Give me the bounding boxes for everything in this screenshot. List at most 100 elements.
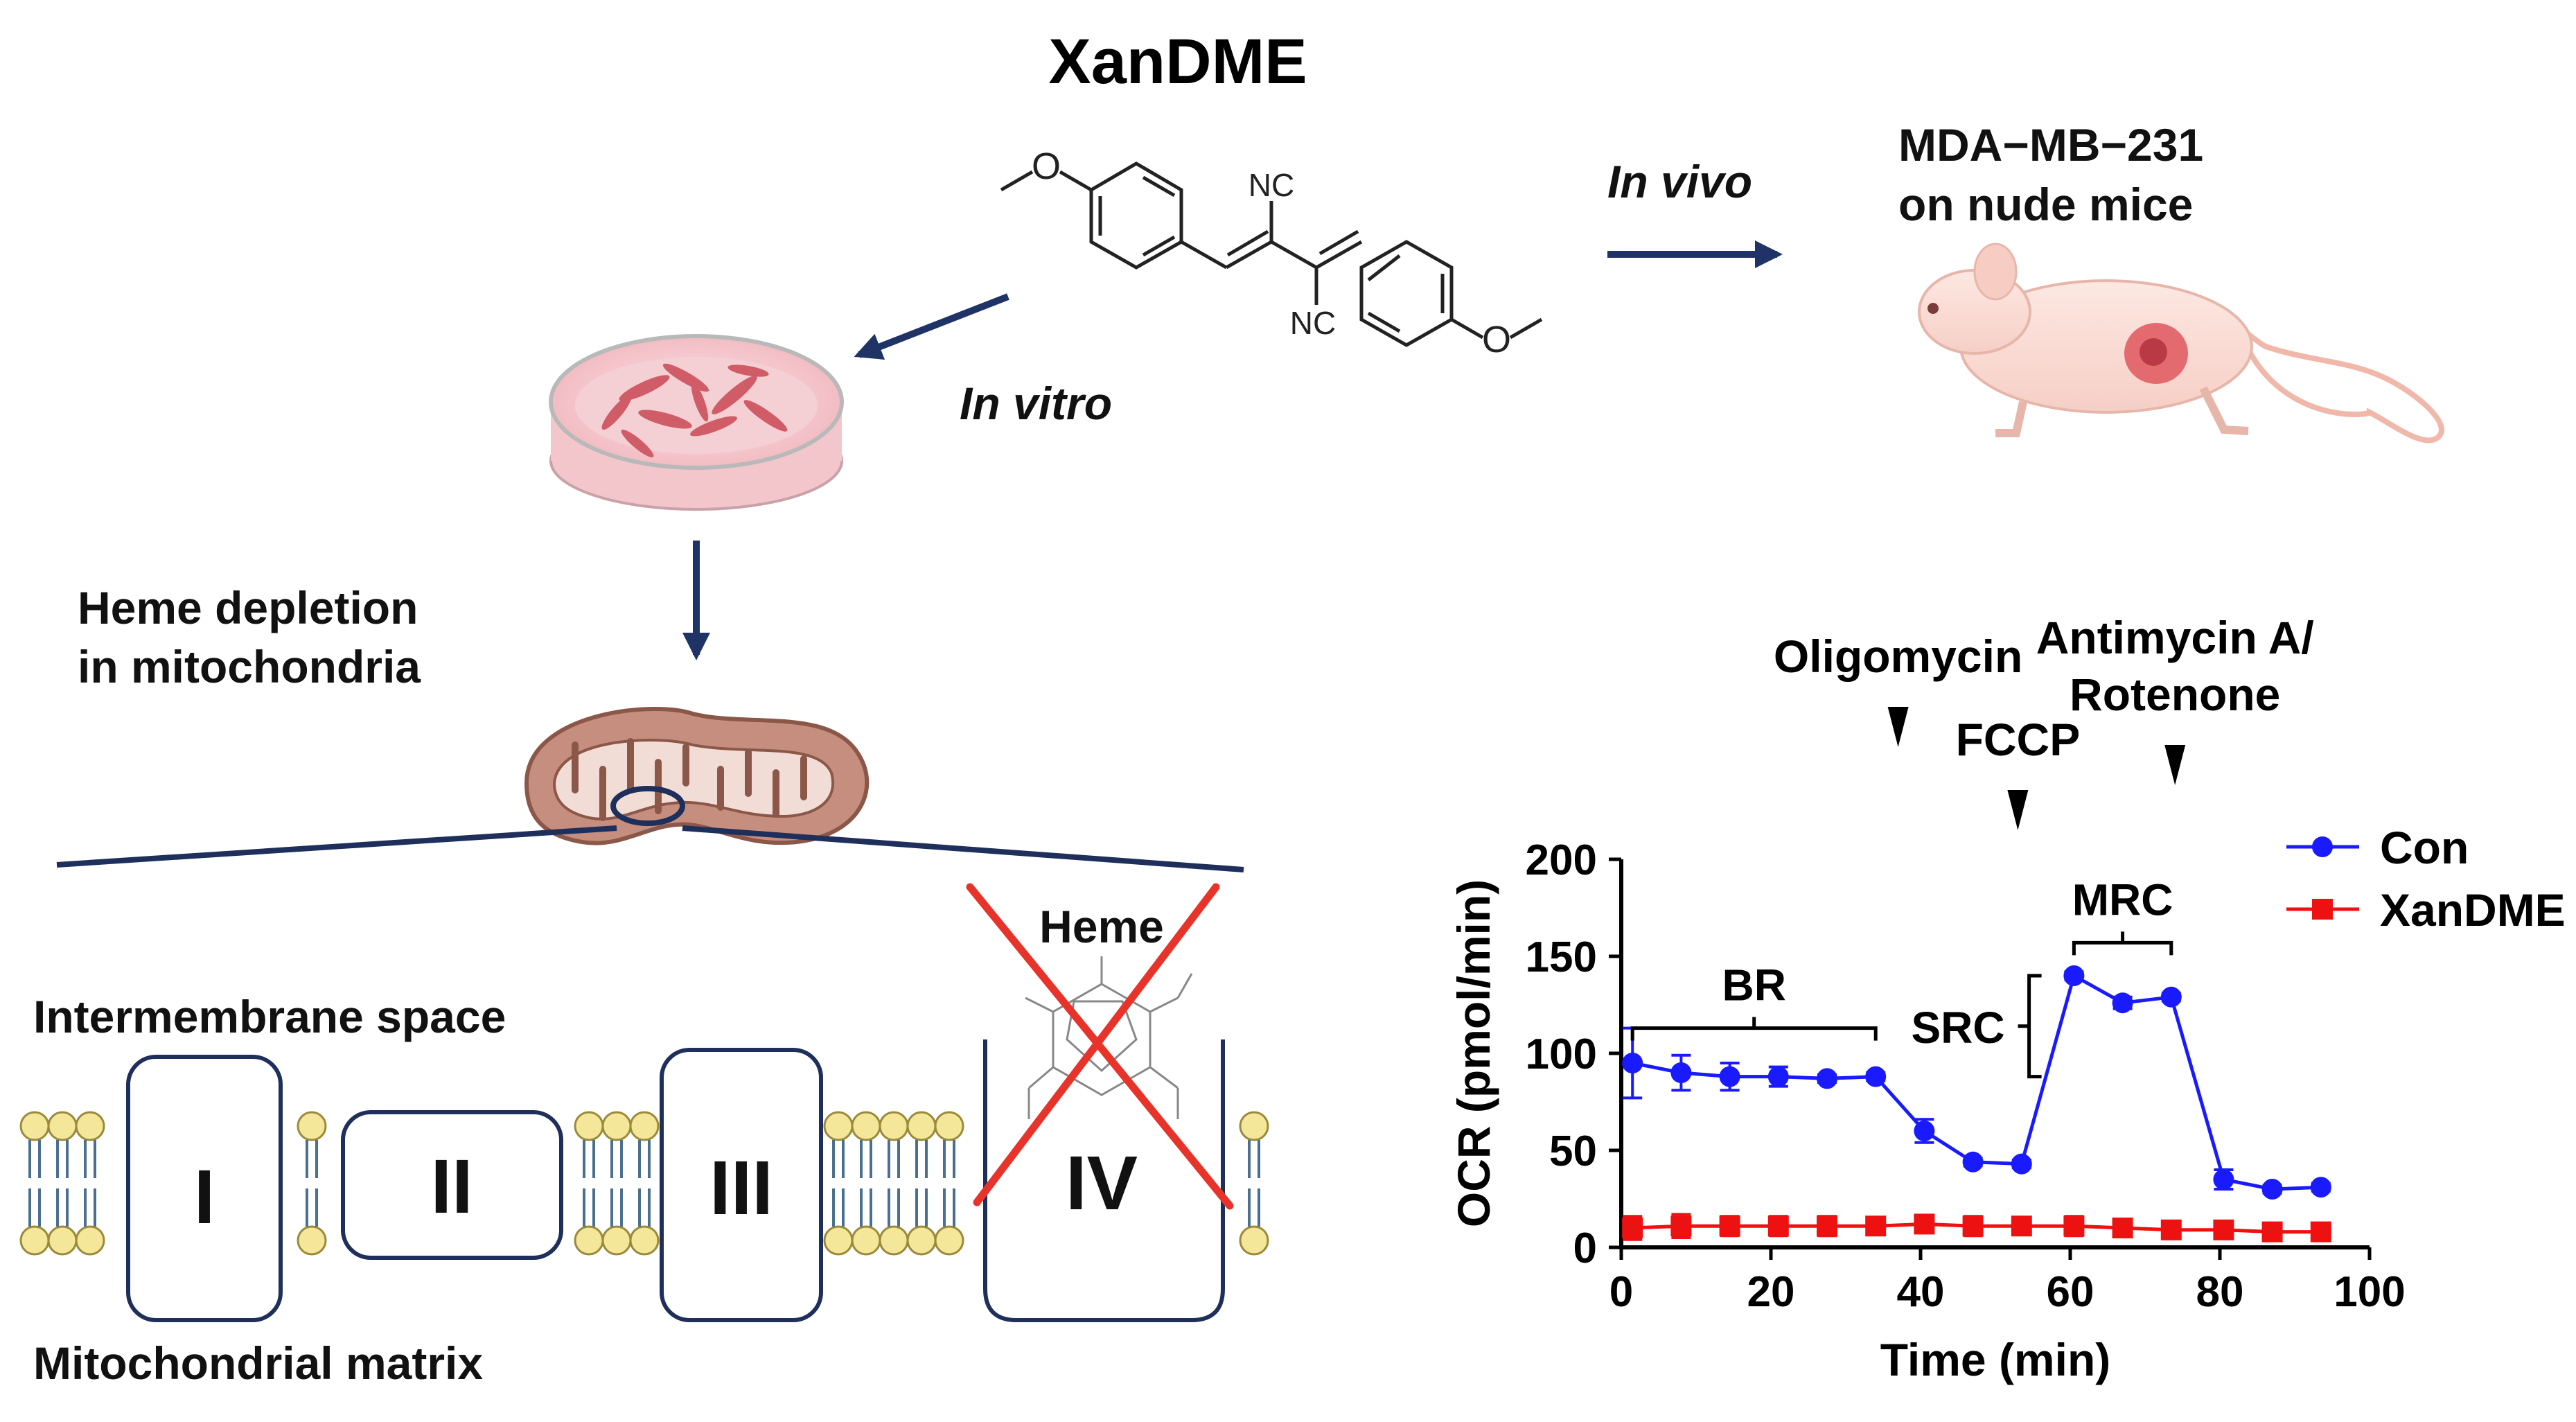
data-point [1622,1053,1643,1073]
intermembrane-space-label: Intermembrane space [33,991,506,1042]
data-point [1865,1215,1887,1237]
lipid-head-outer [47,1111,78,1141]
bracket-label: BR [1722,960,1785,1010]
lipid-head-inner [879,1225,909,1256]
complex-I-label: I [194,1155,215,1240]
lipid-head-inner [1239,1225,1269,1256]
data-point [2011,1215,2032,1237]
data-point [2261,1221,2283,1243]
y-tick-label: 100 [1526,1030,1597,1078]
lipid-tail [56,1140,69,1227]
lipid-head-inner [629,1225,660,1256]
lipid-tail [583,1140,595,1227]
x-tick-label: 100 [2334,1268,2405,1316]
legend-marker [2312,836,2333,857]
lipid-head-outer [879,1111,909,1141]
lipid-head-outer [574,1111,604,1141]
lipid-tail [915,1140,928,1227]
lipid-tail [610,1140,623,1227]
data-point [2310,1177,2331,1198]
legend-label: XanDME [2380,884,2566,936]
data-point [2112,992,2133,1014]
data-point [1767,1215,1789,1237]
x-axis-title: Time (min) [1880,1334,2110,1385]
data-point [2310,1221,2331,1243]
data-point [1817,1068,1837,1089]
bracket [1630,1017,1878,1041]
x-tick-label: 20 [1747,1268,1795,1316]
data-point [1670,1062,1692,1083]
data-point [1962,1151,1984,1173]
lipid-head-outer [1239,1111,1269,1141]
lipid-head-inner [823,1225,854,1256]
lipid-head-inner [574,1225,604,1256]
data-point [1817,1215,1837,1237]
heme-label: Heme [1039,901,1164,952]
in-vitro-label: In vitro [960,378,1112,429]
mitochondrial-matrix-label: Mitochondrial matrix [33,1337,483,1389]
zoom-line-right [682,825,1244,872]
x-tick-label: 60 [2047,1268,2094,1316]
y-tick-label: 150 [1526,933,1597,981]
lipid-tail [84,1140,96,1227]
data-point [2160,986,2182,1008]
bracket [2018,974,2042,1079]
lipid-bilayer [19,1111,1269,1256]
lipid-head-inner [934,1225,964,1256]
heme-cross-out-icon [966,883,1234,1210]
mitochondrion-illustration [524,707,870,845]
data-point [1865,1066,1887,1087]
lipid-head-outer [601,1111,632,1141]
lipid-head-inner [851,1225,881,1256]
injection-arrow [1887,707,1909,747]
lipid-head-outer [851,1111,881,1141]
lipid-head-outer [75,1111,105,1141]
heme-depletion-line2: in mitochondria [78,641,421,692]
lipid-head-inner [75,1225,105,1256]
lipid-head-outer [629,1111,660,1141]
y-tick-label: 50 [1549,1127,1597,1175]
data-point [2063,965,2085,986]
bracket-label: MRC [2072,875,2173,924]
data-point [1962,1215,1984,1237]
data-point [2112,1218,2133,1238]
data-point [1914,1121,1935,1141]
data-point [1670,1215,1692,1237]
complex-I: I [126,1055,283,1322]
xandme-structure [1000,161,1543,347]
nitrile-label-bottom: NC [1290,305,1336,341]
lipid-head-inner [297,1225,327,1256]
lipid-tail [860,1140,872,1227]
lipid-head-inner [19,1225,50,1256]
complex-II: II [341,1110,563,1260]
data-point [1622,1218,1643,1238]
lipid-head-outer [19,1111,50,1141]
nitrile-label-top: NC [1249,167,1294,203]
petri-dish-illustration [549,334,844,511]
lipid-head-inner [906,1225,937,1256]
complex-III: III [660,1048,823,1322]
injection-arrow [2164,745,2186,785]
data-point [2213,1219,2234,1240]
y-tick-label: 0 [1573,1224,1597,1272]
lipid-tail [1248,1140,1260,1227]
data-point [1719,1066,1740,1087]
bracket [2072,931,2173,956]
methoxy-oxygen-right: O [1482,319,1511,360]
heme-structure-sketch [1025,956,1193,1119]
lipid-tail [943,1140,955,1227]
in-vivo-label: In vivo [1607,156,1752,207]
lipid-tail [832,1140,845,1227]
lipid-head-outer [297,1111,327,1141]
methyl-bond-right [1509,317,1543,340]
legend-label: Con [2380,822,2469,873]
y-tick-label: 200 [1526,836,1597,884]
data-point [2213,1169,2234,1190]
lipid-tail [888,1140,900,1227]
complex-IV: IV [983,1039,1225,1322]
x-tick-label: 0 [1609,1268,1633,1316]
heme-depletion-line1: Heme depletion [78,582,418,633]
data-point [1719,1215,1740,1237]
methyl-bond-left [1000,170,1034,192]
